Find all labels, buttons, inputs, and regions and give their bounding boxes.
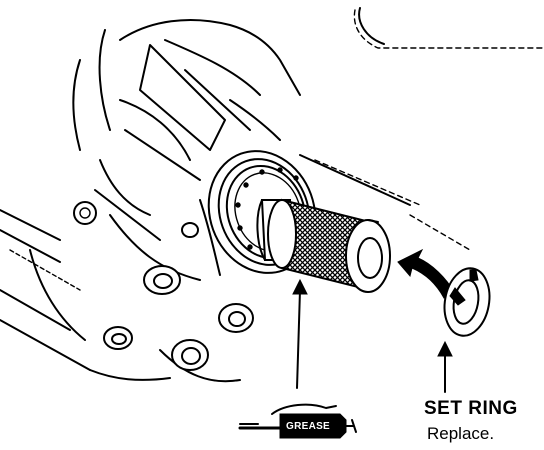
set-ring [443,267,491,337]
set-ring-leader [437,340,453,393]
grease-leader [292,278,308,389]
set-ring-note: Replace. [427,424,495,443]
boss-hole-4 [103,326,133,350]
housing-casting [0,7,544,383]
output-shaft [256,198,391,293]
bolt-head-left [73,201,97,225]
set-ring-title: SET RING [424,398,518,419]
grease-tube-label: GREASE [286,421,331,432]
boss-hole-2 [218,303,254,333]
small-bolt [181,222,199,238]
boss-hole-3 [171,339,209,371]
boss-hole-1 [143,265,181,295]
grease-tube-icon [238,403,357,439]
install-direction-arrow [397,248,455,299]
